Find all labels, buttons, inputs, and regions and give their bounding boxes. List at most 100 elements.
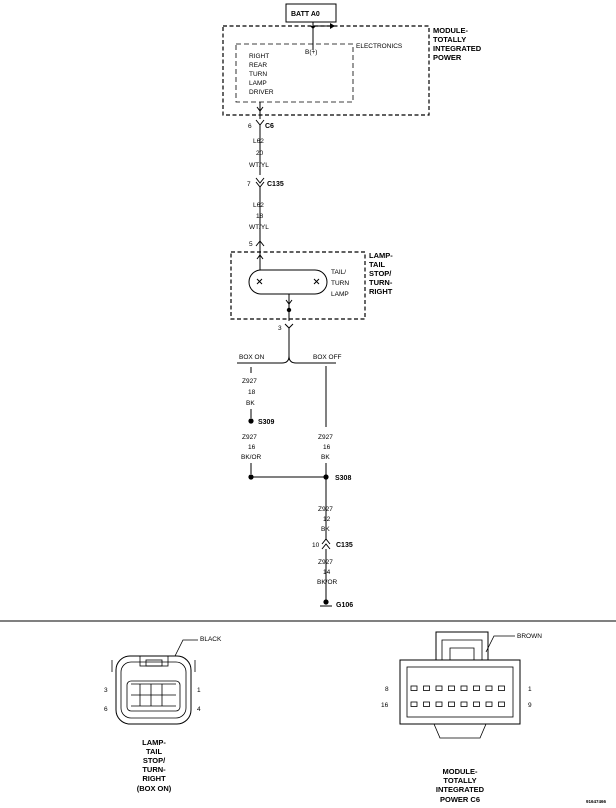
wire-z927-16-bk-label: Z927 16 BK — [318, 434, 333, 461]
tipm-module-border — [222, 25, 430, 116]
connector-cavity — [448, 685, 455, 691]
electronics-box — [235, 43, 354, 103]
lamp-connector-color: BLACK — [200, 636, 222, 643]
wire-label-line: WT/YL — [249, 224, 269, 231]
tipm-caption-line: INTEGRATED — [436, 785, 485, 794]
c135-top-label: C135 — [267, 181, 284, 188]
option-box-off: BOX OFF — [313, 354, 342, 361]
lamp-connector-inner — [120, 661, 187, 719]
connector-cavity — [435, 701, 443, 707]
lamp-caption-line: RIGHT — [142, 774, 166, 783]
c135-bottom-pin: 10 — [312, 542, 320, 549]
fuse-node-icon — [310, 26, 316, 29]
b-plus-label: B(+) — [305, 49, 317, 56]
lamp-caption-line: TAIL — [146, 747, 163, 756]
lamp-splice-dot-icon — [286, 307, 292, 313]
wire-z927-18-label: Z927 18 BK — [242, 378, 257, 407]
tipm-connector-view: BROWN 8 1 16 9 — [381, 631, 542, 739]
driver-label-line: LAMP — [249, 80, 267, 87]
connector-cavity — [410, 701, 418, 707]
connector-cavity — [498, 701, 505, 707]
tipm-connector-latch — [435, 631, 489, 660]
lamp-title-line: LAMP- — [369, 251, 393, 260]
wire-label-line: WT/YL — [249, 162, 269, 169]
wire-label-line: BK/OR — [317, 579, 338, 586]
tipm-title-line: MODULE- — [433, 26, 468, 35]
lamp-caption-line: LAMP- — [142, 738, 166, 747]
wire-label-line: Z927 — [242, 378, 257, 385]
tipm-connector-cavities — [410, 685, 505, 707]
lamp-module-border — [230, 251, 366, 320]
wire-label-line: BK — [321, 454, 330, 461]
wire-label-line: 14 — [323, 569, 331, 576]
g106-label: G106 — [336, 602, 353, 609]
bulb-terminal-icon — [313, 278, 320, 285]
c135-top-pin: 7 — [247, 181, 251, 188]
lamp-element-line: TURN — [331, 280, 349, 287]
connector-cavity — [448, 701, 455, 707]
driver-label-line: RIGHT — [249, 53, 269, 60]
s308-splice-icon — [323, 474, 329, 480]
option-split-line — [237, 355, 336, 364]
driver-label: RIGHT REAR TURN LAMP DRIVER — [249, 53, 274, 96]
lamp-connector-caption: LAMP- TAIL STOP/ TURN- RIGHT (BOX ON) — [137, 738, 172, 793]
c6-label: C6 — [265, 123, 274, 130]
lamp-pin5: 5 — [249, 241, 253, 248]
wire-label-line: 16 — [248, 444, 256, 451]
driver-label-line: DRIVER — [249, 89, 274, 96]
lamp-title: LAMP- TAIL STOP/ TURN- RIGHT — [369, 251, 393, 296]
wire-label-line: Z927 — [318, 559, 333, 566]
tipm-caption-line: MODULE- — [443, 767, 478, 776]
c135-bottom-label: C135 — [336, 542, 353, 549]
c135-bottom-connector-icon — [321, 538, 331, 545]
wire-z927-12-label: Z927 12 BK — [318, 506, 333, 533]
tipm-title-line: TOTALLY — [433, 35, 466, 44]
batt-arrow-icon — [330, 23, 335, 29]
wire-l62-18-label: L62 18 WT/YL — [249, 202, 269, 231]
tipm-connector-inner — [406, 666, 514, 718]
output-arrow-icon — [256, 106, 264, 112]
lamp-connector-view: BLACK 3 1 6 4 — [104, 636, 222, 725]
wire-label-line: BK/OR — [241, 454, 262, 461]
tipm-connector-pin-br: 9 — [528, 702, 532, 709]
wire-label-line: BK — [246, 400, 255, 407]
wire-label-line: L62 — [253, 138, 264, 145]
lamp-connector-cols — [139, 684, 163, 706]
tipm-caption-line: TOTALLY — [443, 776, 476, 785]
connector-cavity — [473, 685, 480, 691]
lamp-connector-pin-br: 4 — [197, 706, 201, 713]
lamp-connector-pin-tr: 1 — [197, 687, 201, 694]
tipm-connector-bottom-key — [433, 723, 487, 739]
figure-id: 91647466 — [586, 799, 607, 804]
option-box-on: BOX ON — [239, 354, 265, 361]
connector-cavity — [498, 685, 505, 691]
s308-label: S308 — [335, 475, 351, 482]
tipm-connector-latch-inner — [441, 639, 483, 660]
wire-label-line: Z927 — [318, 434, 333, 441]
wire-z927-14-label: Z927 14 BK/OR — [317, 559, 338, 586]
s309-label: S309 — [258, 419, 274, 426]
lamp-connector-tabs — [111, 660, 196, 672]
wire-label-line: BK — [321, 526, 330, 533]
connector-cavity — [473, 701, 480, 707]
connector-cavity — [423, 685, 430, 691]
lamp-pin5-connector-icon — [255, 240, 265, 247]
connector-cavity — [460, 685, 468, 691]
tipm-connector-pin-tr: 1 — [528, 686, 532, 693]
wire-label-line: 18 — [256, 213, 264, 220]
batt-a0-box: BATT A0 — [285, 3, 337, 23]
lamp-connector-latch-inner — [145, 659, 163, 667]
wire-label-line: 12 — [323, 516, 331, 523]
tipm-title-line: POWER — [433, 53, 462, 62]
connector-cavity — [410, 685, 418, 691]
c6-connector-icon — [255, 119, 265, 126]
wire-l62-20-label: L62 20 WT/YL — [249, 138, 269, 169]
lamp-connector-latch — [139, 655, 169, 667]
connector-cavity — [423, 701, 430, 707]
electronics-label: ELECTRONICS — [356, 43, 403, 50]
lamp-connector-pin-tl: 3 — [104, 687, 108, 694]
g106-ground-icon — [323, 599, 329, 605]
driver-label-line: TURN — [249, 71, 267, 78]
lamp-element-line: LAMP — [331, 291, 349, 298]
